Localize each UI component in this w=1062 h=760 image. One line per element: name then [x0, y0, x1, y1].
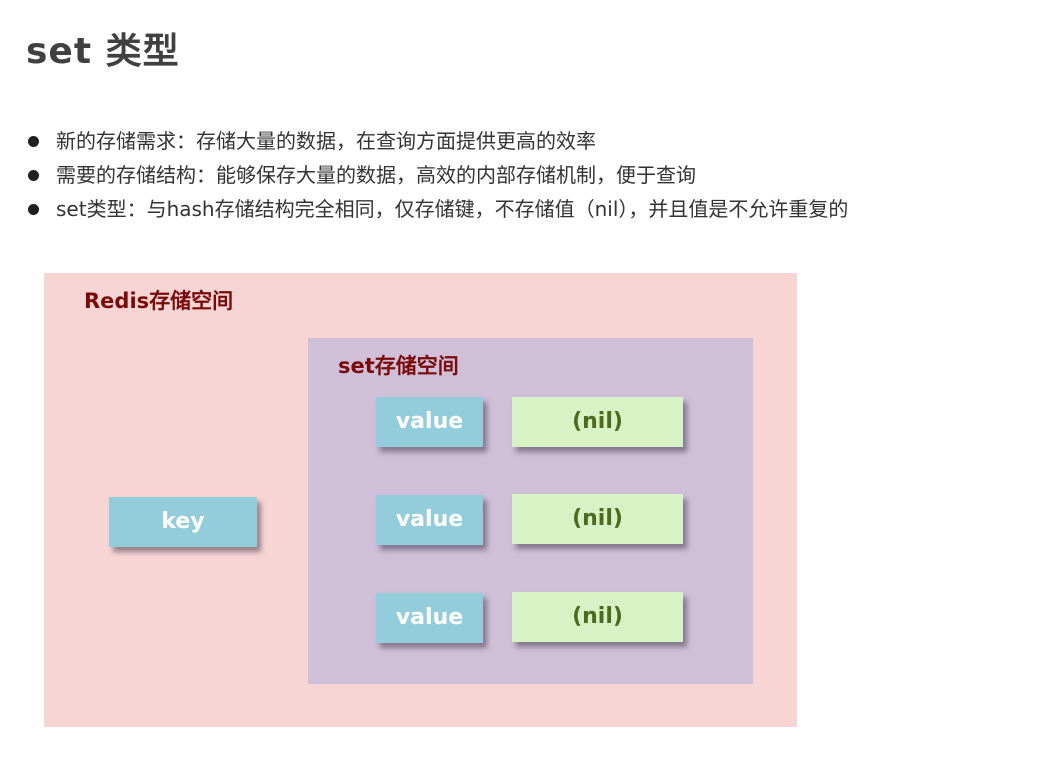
page-title: set 类型 [26, 31, 180, 72]
bullet-text: 新的存储需求：存储大量的数据，在查询方面提供更高的效率 [56, 129, 596, 153]
value-box: value [376, 593, 483, 643]
bullet-dot-icon [28, 170, 39, 181]
nil-box: (nil) [512, 494, 683, 544]
bullet-item: set类型：与hash存储结构完全相同，仅存储键，不存储值（nil），并且值是不… [28, 192, 848, 226]
bullet-item: 新的存储需求：存储大量的数据，在查询方面提供更高的效率 [28, 124, 848, 158]
key-box: key [109, 497, 257, 547]
bullet-dot-icon [28, 204, 39, 215]
redis-storage-label: Redis存储空间 [84, 289, 234, 313]
nil-box: (nil) [512, 592, 683, 642]
value-box: value [376, 495, 483, 545]
redis-storage-space: Redis存储空间 key set存储空间 value (nil) value … [44, 273, 797, 727]
bullet-dot-icon [28, 136, 39, 147]
set-storage-label: set存储空间 [338, 354, 459, 378]
nil-box: (nil) [512, 397, 683, 447]
value-box: value [376, 397, 483, 447]
bullet-text: set类型：与hash存储结构完全相同，仅存储键，不存储值（nil），并且值是不… [56, 197, 849, 221]
bullet-list: 新的存储需求：存储大量的数据，在查询方面提供更高的效率 需要的存储结构：能够保存… [28, 124, 848, 226]
bullet-item: 需要的存储结构：能够保存大量的数据，高效的内部存储机制，便于查询 [28, 158, 848, 192]
set-storage-space: set存储空间 value (nil) value (nil) value (n… [308, 338, 753, 684]
bullet-text: 需要的存储结构：能够保存大量的数据，高效的内部存储机制，便于查询 [56, 163, 696, 187]
